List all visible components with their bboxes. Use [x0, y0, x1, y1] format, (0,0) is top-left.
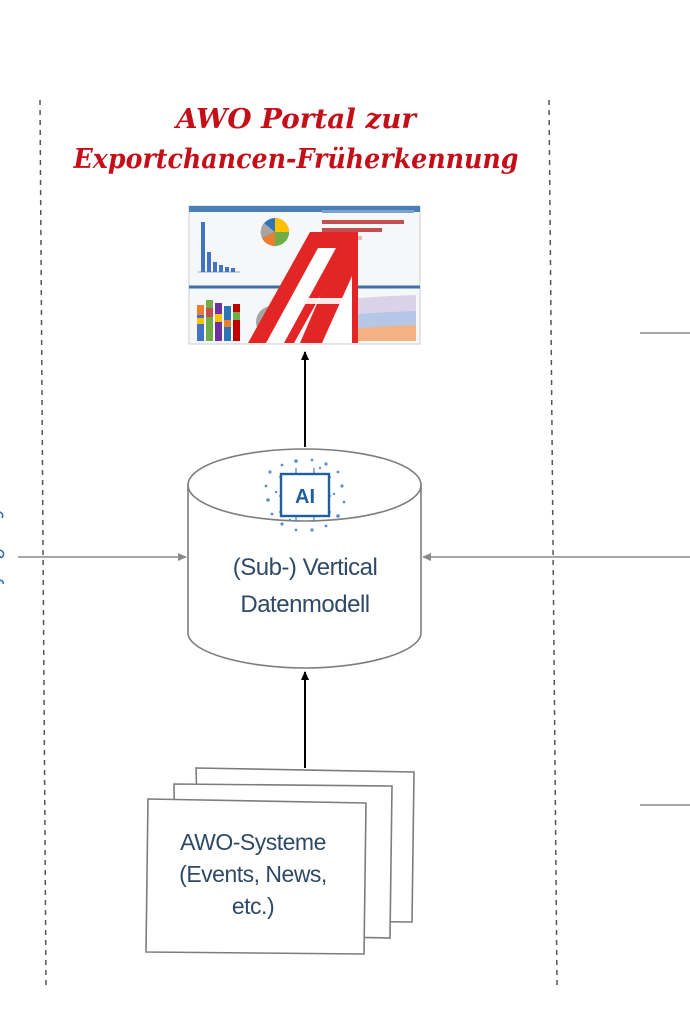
svg-text:AI: AI	[295, 486, 315, 508]
dashboard-thumbnail	[188, 205, 421, 345]
ai-chip-icon: AI	[264, 458, 346, 532]
column-divider-right	[548, 99, 558, 986]
column-divider-left	[39, 99, 47, 986]
thumbnail-bar-chart	[198, 222, 240, 273]
portal-title-line2: Exportchancen-Früherkennung	[73, 144, 519, 175]
thumbnail-stacked-bars	[197, 300, 240, 341]
left-edge-fragment	[0, 511, 5, 585]
thumbnail-pie-chart	[260, 218, 289, 247]
systems-label-line3: etc.)	[232, 893, 274, 919]
awo-logo	[248, 232, 358, 343]
portal-title-line1: AWO Portal zur	[173, 104, 418, 135]
systems-label-line1: AWO-Systeme	[180, 829, 326, 855]
datamodel-label-line2: Datenmodell	[240, 591, 369, 618]
systems-document-stack	[145, 767, 415, 955]
systems-label-line2: (Events, News,	[179, 861, 327, 887]
datamodel-label-line1: (Sub-) Vertical	[233, 554, 378, 581]
